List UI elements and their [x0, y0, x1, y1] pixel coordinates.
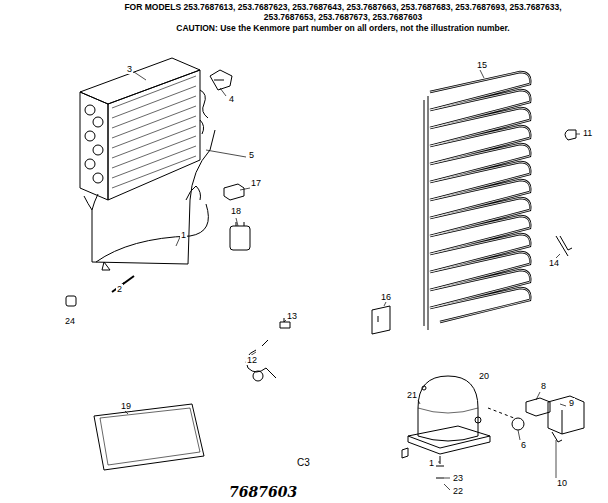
callout-number: 8: [540, 381, 547, 391]
callout-number: 21: [406, 390, 418, 400]
leader-line: [122, 70, 580, 490]
callout-number: 4: [228, 94, 235, 104]
callout-number: 1: [428, 458, 435, 468]
callout-number: 2: [116, 284, 123, 294]
callout-number: 9: [568, 398, 575, 408]
relay: [526, 398, 550, 416]
wire: [96, 186, 208, 262]
callout-number: 6: [520, 440, 527, 450]
callout-number: 22: [452, 486, 464, 496]
callout-number: 23: [452, 473, 464, 483]
part: [210, 70, 232, 90]
callout-number: 18: [230, 206, 242, 216]
callout-number: 1: [180, 230, 187, 240]
sensor: [556, 236, 572, 256]
models-heading: FOR MODELS 253.7687613, 253.7687623, 253…: [118, 2, 568, 22]
callout-number: 19: [120, 401, 132, 411]
clip: [565, 130, 576, 140]
callout-number: 17: [250, 178, 262, 188]
callout-number: C3: [296, 457, 311, 469]
part: [66, 296, 76, 306]
callout-number: 5: [248, 150, 255, 160]
callout-number: 20: [478, 371, 490, 381]
callout-number: 3: [126, 64, 133, 74]
part: [230, 226, 250, 250]
callout-number: 24: [64, 316, 76, 326]
drawing-number: 7687603: [228, 484, 298, 500]
cover: [548, 396, 584, 434]
bracket: [372, 306, 390, 334]
wire: [84, 130, 215, 264]
condenser: [80, 58, 208, 200]
callout-number: 16: [380, 292, 392, 302]
callout-number: 15: [476, 60, 488, 70]
evaporator-coil: [424, 72, 530, 330]
compressor: [408, 376, 490, 454]
caution-note: CAUTION: Use the Kenmore part number on …: [118, 23, 568, 34]
callout-number: 10: [556, 478, 568, 488]
callout-number: 13: [286, 311, 298, 321]
drain-tray: [94, 404, 204, 470]
overload: [512, 418, 524, 430]
callout-number: 12: [246, 355, 258, 365]
part: [224, 184, 244, 200]
callout-number: 11: [582, 128, 593, 138]
callout-number: 14: [548, 258, 560, 268]
